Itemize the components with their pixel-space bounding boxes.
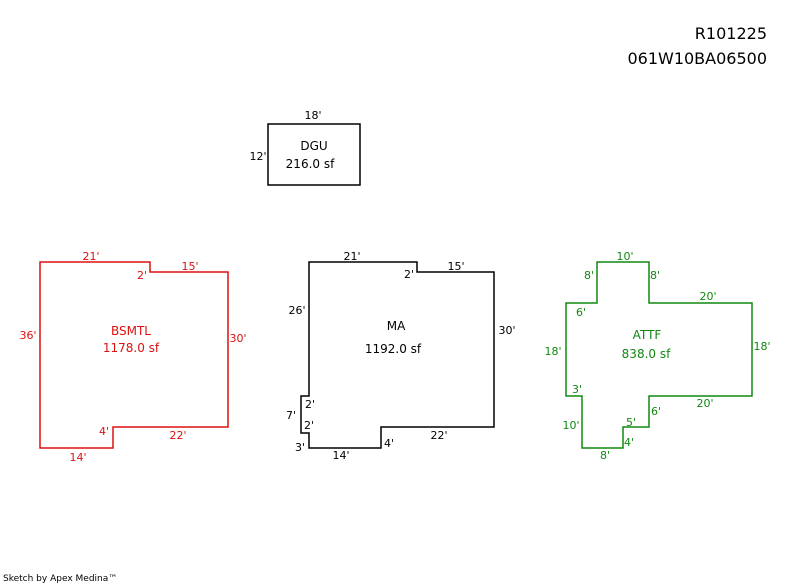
dgu-area: 216.0 sf — [286, 157, 335, 171]
ma-dim: 2' — [305, 398, 315, 411]
dgu-dim-left: 12' — [249, 150, 266, 163]
dgu-dim-top: 18' — [304, 109, 321, 122]
bsmtl-area: 1178.0 sf — [103, 341, 160, 355]
bsmtl-dim: 21' — [82, 250, 99, 263]
area-bsmtl: BSMTL 1178.0 sf 21' 2' 15' 36' 30' 4' 22… — [19, 250, 246, 464]
ma-dim: 7' — [286, 409, 296, 422]
attf-dim: 10' — [562, 419, 579, 432]
ma-dim: 26' — [288, 304, 305, 317]
ma-label: MA — [387, 319, 406, 333]
bsmtl-label: BSMTL — [111, 324, 151, 338]
dgu-outline — [267, 123, 361, 186]
attf-dim: 18' — [753, 340, 770, 353]
bsmtl-dim: 15' — [181, 260, 198, 273]
attf-label: ATTF — [633, 328, 662, 342]
sketch-credit: Sketch by Apex Medina™ — [3, 574, 118, 584]
bsmtl-dim: 22' — [169, 429, 186, 442]
ma-dim: 22' — [430, 429, 447, 442]
ma-dim: 2' — [304, 419, 314, 432]
ma-dim: 15' — [447, 260, 464, 273]
attf-dim: 10' — [616, 250, 633, 263]
attf-dim: 6' — [576, 306, 586, 319]
bsmtl-dim: 2' — [137, 269, 147, 282]
attf-dim: 5' — [626, 416, 636, 429]
ma-dim: 3' — [295, 441, 305, 454]
ma-area: 1192.0 sf — [365, 342, 422, 356]
attf-dim: 8' — [600, 449, 610, 462]
ma-dim: 2' — [404, 268, 414, 281]
attf-dim: 20' — [696, 397, 713, 410]
attf-dim: 20' — [699, 290, 716, 303]
ma-dim: 4' — [384, 437, 394, 450]
attf-dim: 3' — [572, 383, 582, 396]
area-attf: ATTF 838.0 sf 10' 8' 8' 20' 6' 18' 18' 3… — [544, 250, 770, 462]
attf-dim: 6' — [651, 405, 661, 418]
bsmtl-dim: 30' — [229, 332, 246, 345]
ma-outline — [300, 261, 495, 449]
parcel-number: 061W10BA06500 — [627, 49, 767, 68]
area-ma: MA 1192.0 sf 21' 2' 15' 26' 30' 2' 7' 2'… — [286, 250, 516, 462]
attf-dim: 4' — [624, 436, 634, 449]
dgu-label: DGU — [300, 139, 327, 153]
attf-dim: 18' — [544, 345, 561, 358]
bsmtl-dim: 14' — [69, 451, 86, 464]
bsmtl-dim: 4' — [99, 425, 109, 438]
ma-dim: 21' — [343, 250, 360, 263]
ma-dim: 14' — [332, 449, 349, 462]
attf-dim: 8' — [584, 269, 594, 282]
bsmtl-dim: 36' — [19, 329, 36, 342]
attf-dim: 8' — [650, 269, 660, 282]
bsmtl-outline — [39, 261, 229, 449]
record-id: R101225 — [694, 24, 767, 43]
attf-outline — [565, 261, 753, 449]
ma-dim: 30' — [498, 324, 515, 337]
area-dgu: DGU 216.0 sf 18' 12' — [249, 109, 361, 186]
attf-area: 838.0 sf — [622, 347, 671, 361]
